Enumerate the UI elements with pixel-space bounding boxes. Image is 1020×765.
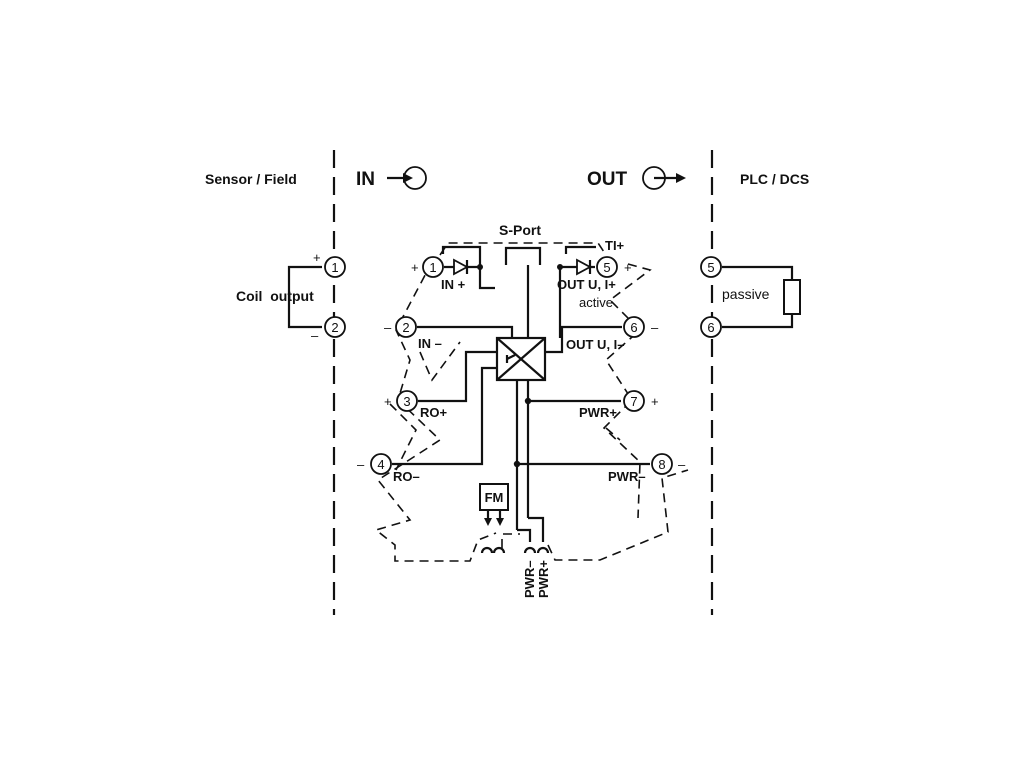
ro-minus-label: RO– (393, 469, 420, 484)
ti-plus-label: TI+ (605, 238, 625, 253)
field-terminal-2 (324, 316, 346, 338)
field-terminal-1 (324, 256, 346, 278)
device-terminal-1-label: 1 (429, 260, 436, 275)
terminal-4-minus: – (357, 457, 365, 472)
terminal-3-plus: + (384, 394, 392, 409)
pwr-plus-label: PWR+ (579, 405, 617, 420)
field-minus: – (311, 328, 319, 343)
fm-label: FM (485, 490, 504, 505)
device-terminal-4 (370, 453, 392, 475)
device-terminal-6-label: 6 (630, 320, 637, 335)
device-labels: IN + IN – RO+ RO– OUT U, I+ active OUT U… (393, 277, 646, 598)
in-label: IN (356, 169, 375, 190)
device-terminal-5-label: 5 (603, 260, 610, 275)
out-label: OUT (587, 169, 628, 190)
in-arrow-icon (387, 166, 427, 190)
device-terminal-8 (651, 453, 673, 475)
device-housing-outline (374, 261, 689, 562)
pwr-minus-label: PWR– (608, 469, 646, 484)
field-coil: 1 2 + – Coil output (236, 250, 346, 343)
device-right-terminals: 5 6 7 8 + – + – (596, 256, 686, 475)
device-terminal-3 (396, 390, 418, 412)
terminal-2-minus: – (384, 320, 392, 335)
passive-resistor (783, 279, 801, 315)
device-terminal-2 (395, 316, 417, 338)
fm-block (479, 483, 509, 511)
device-terminal-8-label: 8 (658, 457, 665, 472)
plc-dcs-label: PLC / DCS (740, 171, 809, 187)
plc-terminal-6 (700, 316, 722, 338)
device-terminal-7 (623, 390, 645, 412)
passive-label: passive (722, 286, 770, 302)
device-terminal-7-label: 7 (630, 394, 637, 409)
device-terminal-4-label: 4 (377, 457, 384, 472)
sensor-field-label: Sensor / Field (205, 171, 297, 187)
bus-pwr-minus-label: PWR– (522, 560, 537, 598)
plc-terminal-5 (700, 256, 722, 278)
sport-label: S-Port (499, 222, 541, 238)
ro-plus-label: RO+ (420, 405, 448, 420)
active-label: active (579, 295, 613, 310)
in-minus-label: IN – (418, 336, 442, 351)
field-terminal-2-label: 2 (331, 320, 338, 335)
out-ui-minus-label: OUT U, I– (566, 337, 625, 352)
terminal-6-minus: – (651, 320, 659, 335)
sport-connector: S-Port TI+ (439, 222, 625, 265)
out-arrow-icon (642, 166, 686, 190)
coil-output-label: Coil output (236, 288, 314, 304)
plc-load: 5 6 passive (700, 256, 801, 338)
plc-terminal-6-label: 6 (707, 320, 714, 335)
device-terminal-1 (422, 256, 444, 278)
plc-terminal-5-label: 5 (707, 260, 714, 275)
device-left-terminals: 1 2 3 4 + – + – (357, 256, 444, 475)
device-wiring (392, 245, 650, 554)
terminal-7-plus: + (651, 394, 659, 409)
terminal-5-plus: + (624, 260, 632, 275)
in-plus-label: IN + (441, 277, 466, 292)
field-plus: + (313, 250, 321, 265)
terminal-1-plus: + (411, 260, 419, 275)
device-terminal-2-label: 2 (402, 320, 409, 335)
field-terminal-1-label: 1 (331, 260, 338, 275)
device-terminal-3-label: 3 (403, 394, 410, 409)
device-terminal-5 (596, 256, 618, 278)
terminal-8-minus: – (678, 457, 686, 472)
device-terminal-6 (623, 316, 645, 338)
out-ui-plus-label: OUT U, I+ (557, 277, 616, 292)
bus-pwr-plus-label: PWR+ (536, 560, 551, 598)
